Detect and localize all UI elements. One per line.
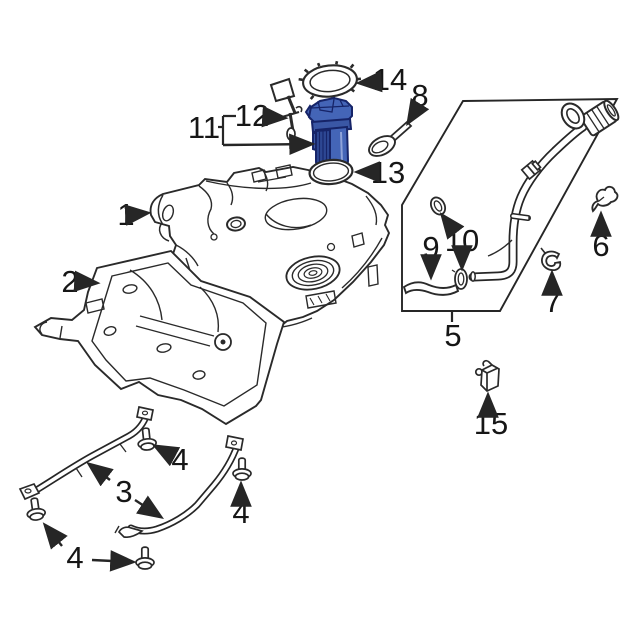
tank-strap-front — [18, 405, 154, 501]
filler-neck-cap — [580, 99, 620, 137]
fuel-pump-module — [304, 96, 353, 172]
callout-4a-label: 4 — [171, 442, 188, 477]
callout-5-label: 5 — [444, 318, 461, 353]
lock-ring — [298, 60, 362, 100]
fuel-pump-module-outline — [304, 96, 353, 172]
callout-6-label: 6 — [592, 228, 609, 263]
callout-12-label: 12 — [235, 98, 269, 133]
grommet — [591, 185, 619, 213]
callout-9-label: 9 — [422, 230, 439, 265]
callouts: 1 2 3 4 4 4 5 6 7 8 9 10 11 12 13 — [42, 62, 612, 575]
bolt-4 — [135, 546, 155, 570]
callout-4c-label: 4 — [66, 540, 83, 575]
bolt-2 — [232, 457, 252, 481]
callout-13-label: 13 — [371, 155, 405, 190]
callout-4b-label: 4 — [232, 495, 249, 530]
callout-2-label: 2 — [61, 264, 78, 299]
callout-14-label: 14 — [373, 62, 407, 97]
callout-7-label: 7 — [544, 284, 561, 319]
callout-11-label: 11 — [188, 110, 220, 145]
callout-1-label: 1 — [117, 197, 134, 232]
callout-3-label: 3 — [115, 474, 132, 509]
pipe-clip — [520, 159, 542, 181]
tank-strap-rear — [114, 434, 244, 539]
hose-clamp-upper — [429, 196, 447, 216]
o-ring-seal — [308, 158, 354, 186]
callout-10-label: 10 — [445, 223, 479, 258]
fuel-level-sender — [269, 77, 303, 141]
callout-8-label: 8 — [411, 78, 428, 113]
skid-plate — [33, 249, 286, 426]
filler-hose — [402, 281, 460, 296]
callout-15-label: 15 — [474, 406, 508, 441]
retainer-clip — [540, 247, 562, 272]
bolt-1 — [137, 427, 157, 451]
cap-tether-ring — [560, 102, 586, 130]
filler-pipe — [468, 99, 620, 282]
vent-valve — [474, 359, 500, 393]
bolt-3 — [26, 497, 46, 521]
sender-gasket — [368, 120, 413, 157]
